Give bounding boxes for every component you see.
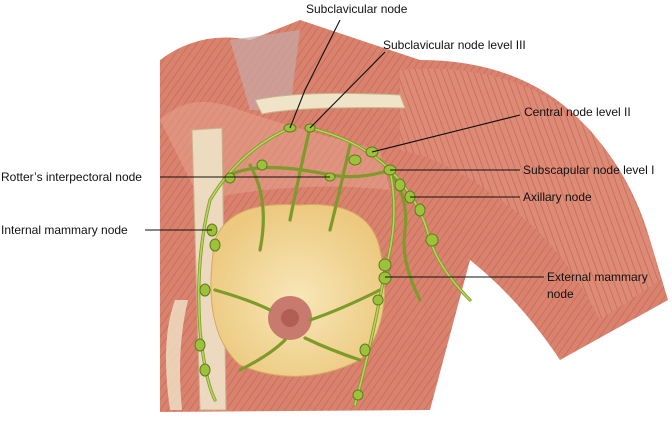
breast [210, 203, 385, 377]
label-central-node-level-ii: Central node level II [524, 105, 631, 119]
label-external-mammary-node-line1: External mammary [547, 270, 648, 284]
label-subclavicular-node-level-iii: Subclavicular node level III [383, 38, 526, 52]
nipple [281, 309, 299, 327]
label-subclavicular-node: Subclavicular node [306, 2, 408, 16]
label-external-mammary-node-line2: node [547, 287, 574, 301]
label-subscapular-node-level-i: Subscapular node level I [523, 163, 654, 177]
label-axillary-node: Axillary node [523, 190, 592, 204]
leader-lines [145, 19, 544, 278]
label-internal-mammary-node: Internal mammary node [1, 223, 128, 237]
label-rotters-interpectoral-node: Rotter’s interpectoral node [1, 170, 142, 184]
